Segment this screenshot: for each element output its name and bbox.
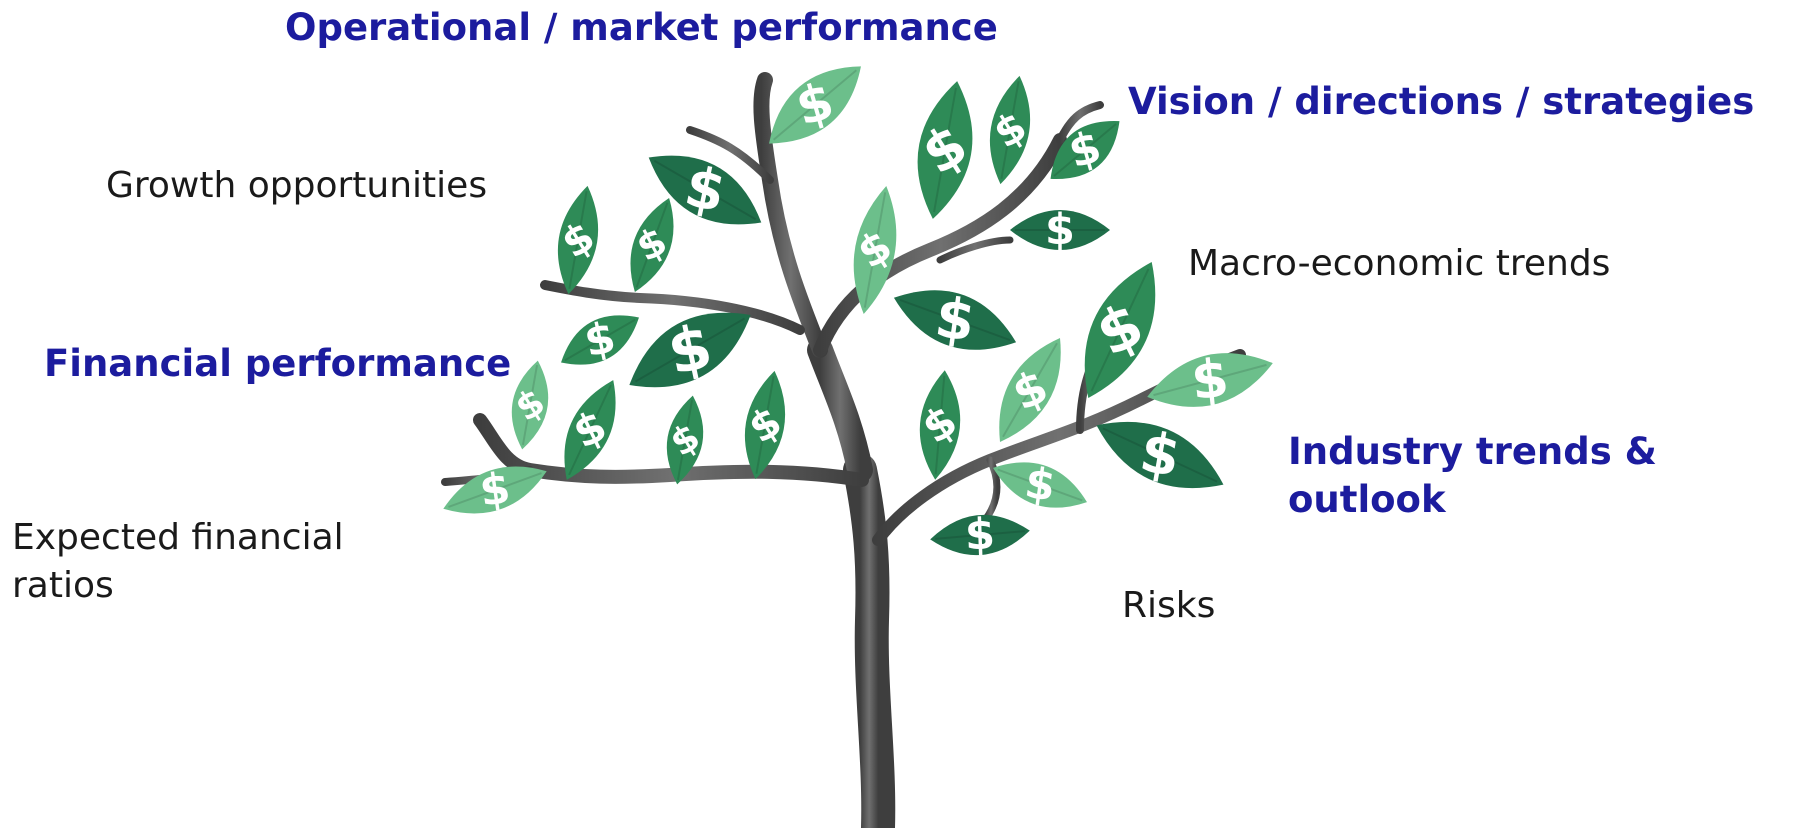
leaf-vein: [755, 376, 775, 474]
leaf-shape: [893, 290, 1017, 350]
dollar-leaf-icon: $: [564, 380, 616, 480]
dollar-sign-icon: $: [1022, 458, 1059, 512]
dollar-leaf-icon: $: [999, 338, 1061, 442]
dollar-leaf-icon: $: [443, 463, 547, 517]
label-industry-line-2: outlook: [1288, 478, 1446, 521]
dollar-sign-icon: $: [964, 509, 996, 560]
label-operational-performance: Operational / market performance: [285, 6, 998, 49]
label-risks: Risks: [1122, 585, 1216, 626]
leaf-vein: [935, 530, 1025, 540]
dollar-sign-icon: $: [1045, 205, 1075, 255]
dollar-leaf-icon: $: [1096, 420, 1224, 490]
leaf-shape: [999, 338, 1061, 442]
leaf-vein: [448, 472, 542, 508]
leaf-shape: [769, 66, 861, 144]
leaf-shape: [443, 466, 547, 514]
leaf-vein: [568, 191, 588, 289]
leaf-shape: [1147, 353, 1273, 407]
leaf-shape: [917, 81, 973, 219]
dollar-leaf-icon: $: [648, 154, 762, 226]
leaf-vein: [863, 192, 887, 308]
leaf-vein: [997, 468, 1083, 502]
leaf-layer: $$$$$$$$$$$$$$$$$$$$$$$$: [443, 66, 1273, 561]
leaf-vein: [521, 364, 539, 446]
dollar-sign-icon: $: [1188, 348, 1231, 413]
leaf-vein: [772, 69, 858, 141]
dollar-leaf-icon: $: [629, 311, 751, 389]
leaf-shape: [666, 395, 704, 485]
dollar-leaf-icon: $: [914, 370, 966, 480]
label-expected-line-2: ratios: [12, 565, 114, 606]
dollar-leaf-icon: $: [1084, 262, 1156, 398]
leaf-shape: [993, 462, 1087, 508]
dollar-leaf-icon: $: [911, 81, 979, 219]
dollar-leaf-icon: $: [561, 312, 639, 368]
leaf-shape: [1096, 422, 1224, 488]
dollar-leaf-icon: $: [930, 509, 1030, 561]
label-growth-opportunities: Growth opportunities: [106, 165, 488, 206]
leaf-vein: [676, 399, 694, 481]
leaf-shape: [564, 380, 616, 480]
leaf-vein: [1090, 268, 1150, 392]
leaf-vein: [1053, 123, 1117, 177]
leaf-vein: [635, 202, 669, 288]
leaf-shape: [745, 370, 785, 480]
leaf-shape: [558, 185, 598, 295]
label-vision-strategies: Vision / directions / strategies: [1128, 80, 1755, 123]
label-industry-line-1: Industry trends &: [1288, 430, 1657, 473]
leaf-vein: [1002, 342, 1058, 438]
leaf-shape: [648, 155, 762, 225]
leaf-shape: [853, 185, 897, 315]
leaf-vein: [568, 384, 612, 476]
dollar-leaf-icon: $: [993, 458, 1087, 512]
label-expected-line-1: Expected financial: [12, 517, 344, 558]
leaf-vein: [933, 87, 957, 213]
leaf-vein: [1153, 363, 1267, 397]
leaf-vein: [653, 159, 757, 221]
leaf-shape: [990, 75, 1030, 185]
dollar-leaf-icon: $: [769, 66, 861, 144]
label-expected-financial-ratios: Expected financial ratios: [12, 514, 344, 610]
leaf-shape: [1010, 210, 1110, 250]
dollar-leaf-icon: $: [508, 360, 552, 450]
leaf-vein: [564, 318, 636, 362]
leaf-shape: [561, 315, 639, 365]
leaf-shape: [930, 514, 1030, 556]
dollar-leaf-icon: $: [1050, 121, 1120, 179]
leaf-shape: [629, 312, 751, 388]
dollar-sign-icon: $: [477, 463, 514, 517]
leaf-vein: [934, 375, 946, 475]
label-industry-trends-outlook: Industry trends & outlook: [1288, 428, 1657, 524]
leaf-shape: [511, 360, 549, 450]
leaf-vein: [1102, 427, 1218, 483]
leaf-vein: [899, 299, 1011, 341]
leaf-shape: [919, 370, 961, 480]
dollar-leaf-icon: $: [1147, 348, 1273, 413]
label-macro-economic-trends: Macro-economic trends: [1188, 243, 1611, 284]
leaf-vein: [1000, 81, 1020, 179]
leaf-shape: [1050, 121, 1120, 179]
dollar-sign-icon: $: [931, 285, 979, 355]
label-financial-performance: Financial performance: [44, 342, 512, 385]
dollar-leaf-icon: $: [1010, 205, 1110, 255]
leaf-shape: [630, 198, 674, 292]
leaf-vein: [634, 317, 746, 383]
dollar-leaf-icon: $: [893, 285, 1017, 355]
leaf-shape: [1084, 262, 1156, 398]
dollar-leaf-icon: $: [553, 185, 603, 295]
